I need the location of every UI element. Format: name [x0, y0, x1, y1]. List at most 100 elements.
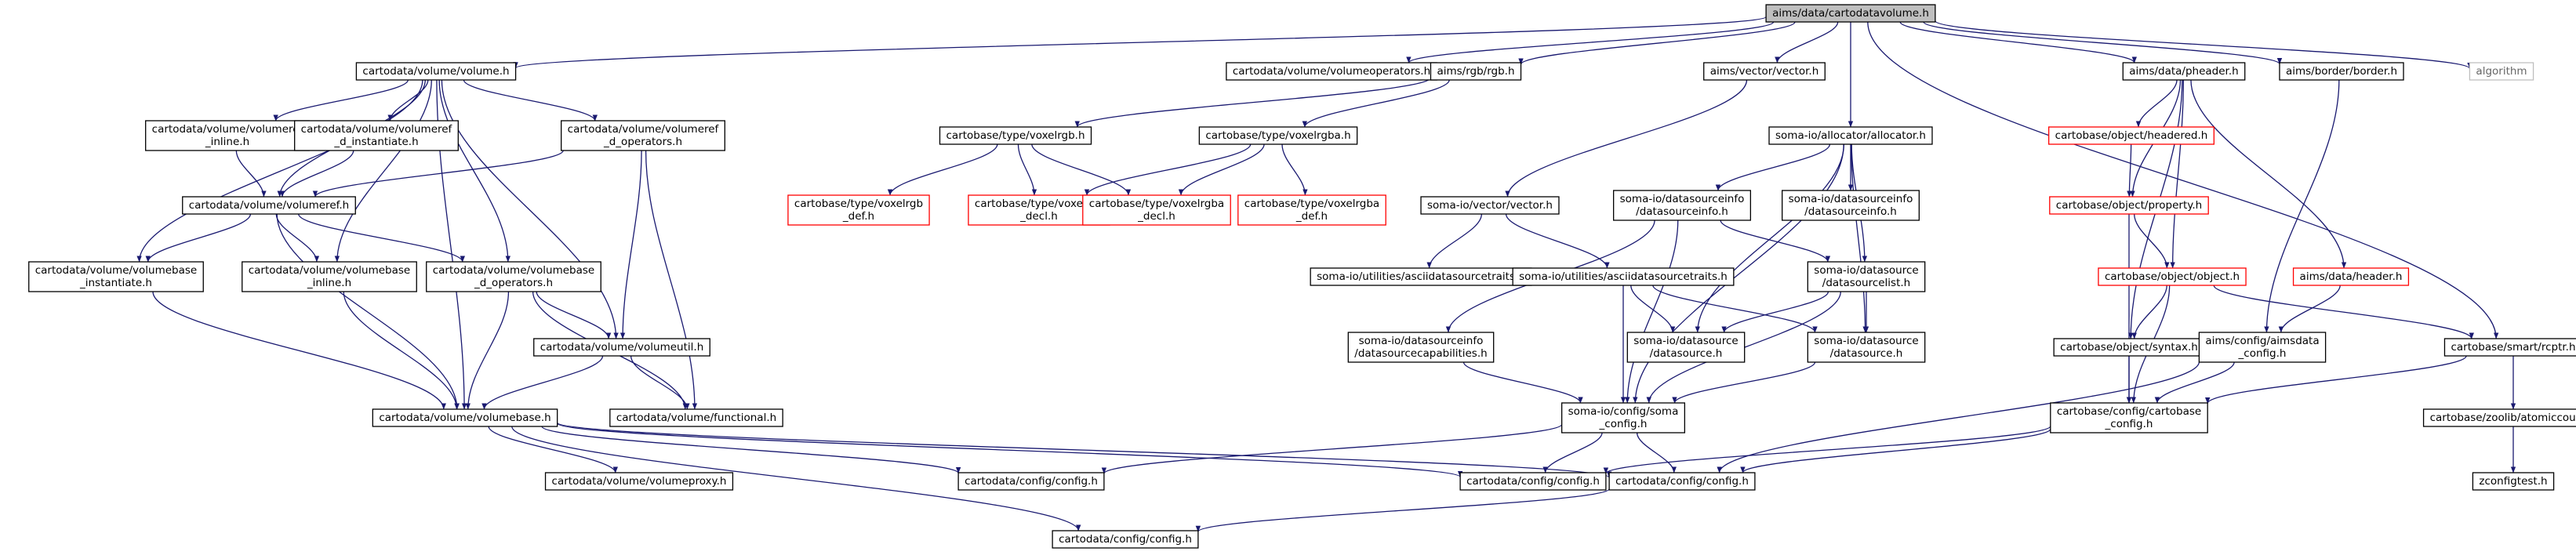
node-n21[interactable]: soma-io/vector/vector.h: [1420, 196, 1560, 215]
node-label: _d_operators.h: [603, 136, 682, 148]
edge-n32-to-n38: [2278, 285, 2341, 333]
node-label: _def.h: [842, 210, 874, 223]
node-n47[interactable]: cartodata/config/config.h: [1459, 472, 1607, 491]
node-n1: aims/data/cartodatavolume.h: [1765, 4, 1936, 23]
edge-n48-to-n50: [1195, 488, 1610, 532]
node-box: [1237, 194, 1386, 226]
node-box: [2469, 62, 2534, 81]
edge-n12-to-n17: [887, 143, 998, 196]
node-label: aims/data/pheader.h: [2129, 65, 2238, 78]
node-n12[interactable]: cartobase/type/voxelrgb.h: [939, 126, 1092, 145]
node-n49[interactable]: zconfigtest.h: [2472, 472, 2555, 491]
node-label: cartobase/object/property.h: [2056, 199, 2202, 212]
node-label: algorithm: [2476, 65, 2527, 78]
node-n46[interactable]: cartodata/config/config.h: [957, 472, 1105, 491]
node-n44[interactable]: cartobase/zoolib/atomiccount.h: [2422, 408, 2576, 427]
node-label: _instantiate.h: [79, 277, 152, 289]
edge-n13-to-n19: [1178, 143, 1265, 196]
node-n31[interactable]: cartobase/object/object.h: [2098, 267, 2247, 286]
node-label: /datasource.h: [1830, 347, 1903, 360]
edge-n1-to-n4: [1518, 21, 1796, 65]
node-label: cartodata/volume/volumebase: [249, 264, 411, 277]
node-n13[interactable]: cartobase/type/voxelrgba.h: [1198, 126, 1358, 145]
node-label: _inline.h: [205, 136, 249, 148]
edge-n6-to-n15: [2135, 79, 2178, 128]
node-n14[interactable]: soma-io/allocator/allocator.h: [1768, 126, 1933, 145]
node-box: [1430, 62, 1522, 81]
node-label: cartodata/volume/volumeoperators.h: [1233, 65, 1430, 78]
node-n2[interactable]: cartodata/volume/volume.h: [355, 62, 517, 81]
node-n11[interactable]: cartodata/volume/volumeref_d_operators.h: [561, 120, 725, 151]
edge-n6-to-n31: [2170, 79, 2185, 269]
node-n30[interactable]: soma-io/datasource/datasourcelist.h: [1807, 261, 1926, 292]
node-n38[interactable]: aims/config/aimsdata_config.h: [2198, 332, 2327, 363]
node-n19[interactable]: cartobase/type/voxelrgba_decl.h: [1082, 194, 1231, 226]
node-n6[interactable]: aims/data/pheader.h: [2122, 62, 2246, 81]
node-label: soma-io/datasource: [1814, 264, 1918, 277]
node-n48[interactable]: cartodata/config/config.h: [1608, 472, 1756, 491]
node-box: [939, 126, 1092, 145]
edge-n1-to-n3: [1406, 21, 1775, 63]
node-n39[interactable]: cartobase/smart/rcptr.h: [2443, 338, 2576, 357]
node-label: cartodata/volume/volumebase: [35, 264, 198, 277]
node-n10[interactable]: cartodata/volume/volumeref_d_instantiate…: [294, 120, 459, 151]
node-n37[interactable]: cartobase/object/syntax.h: [2053, 338, 2205, 357]
node-label: aims/rgb/rgb.h: [1437, 65, 1514, 78]
node-n9[interactable]: cartodata/volume/volumeref_inline.h: [145, 120, 310, 151]
node-label: soma-io/config/soma: [1568, 405, 1679, 418]
edge-n9-to-n16: [235, 150, 267, 198]
node-n26[interactable]: cartodata/volume/volumebase_inline.h: [242, 261, 417, 292]
node-n20[interactable]: cartobase/type/voxelrgba_def.h: [1237, 194, 1386, 226]
edge-n24-to-n31: [2134, 213, 2170, 269]
node-label: cartodata/volume/volumeutil.h: [540, 341, 704, 354]
edge-n10-to-n16: [279, 150, 354, 198]
edge-n43-to-n48: [1740, 428, 2051, 473]
node-n43[interactable]: cartobase/config/cartobase_config.h: [2050, 402, 2208, 433]
node-box: [1347, 332, 1495, 363]
node-box: [182, 196, 356, 215]
node-n36[interactable]: soma-io/datasource/datasource.h: [1807, 332, 1926, 363]
node-n33[interactable]: cartodata/volume/volumeutil.h: [533, 338, 710, 357]
node-n15[interactable]: cartobase/object/headered.h: [2048, 126, 2214, 145]
edge-n21-to-n29: [1505, 213, 1610, 269]
edge-n16-to-n40: [276, 213, 460, 410]
node-n42[interactable]: soma-io/config/soma_config.h: [1560, 402, 1686, 433]
node-n7[interactable]: aims/border/border.h: [2279, 62, 2404, 81]
node-label: _decl.h: [1019, 210, 1058, 223]
node-n41[interactable]: cartodata/volume/functional.h: [609, 408, 783, 427]
node-box: [1052, 530, 1199, 549]
node-n29[interactable]: soma-io/utilities/asciidatasourcetraits.…: [1512, 267, 1735, 286]
node-n23[interactable]: soma-io/datasourceinfo/datasourceinfo.h: [1781, 190, 1920, 221]
node-label: _decl.h: [1137, 210, 1175, 223]
node-label: _config.h: [2238, 347, 2287, 360]
node-n45[interactable]: cartodata/volume/volumeproxy.h: [544, 472, 734, 491]
node-n24[interactable]: cartobase/object/property.h: [2049, 196, 2209, 215]
node-label: _d_operators.h: [474, 277, 553, 289]
node-n4[interactable]: aims/rgb/rgb.h: [1430, 62, 1522, 81]
node-label: cartodata/volume/volumebase.h: [379, 412, 550, 424]
edge-n14-to-n35: [1695, 143, 1845, 333]
node-box: [561, 120, 725, 151]
node-label: _def.h: [1295, 210, 1328, 223]
node-n50[interactable]: cartodata/config/config.h: [1052, 530, 1199, 549]
node-n22[interactable]: soma-io/datasourceinfo/datasourceinfo.h: [1612, 190, 1752, 221]
node-n32[interactable]: aims/data/header.h: [2292, 267, 2410, 286]
edge-n15-to-n24: [2127, 143, 2132, 198]
node-n16[interactable]: cartodata/volume/volumeref.h: [182, 196, 356, 215]
edge-n6-to-n32: [2190, 79, 2347, 269]
node-box: [1608, 472, 1756, 491]
node-n28[interactable]: soma-io/utilities/asciidatasourcetraits.…: [1310, 267, 1532, 286]
node-n3[interactable]: cartodata/volume/volumeoperators.h: [1226, 62, 1437, 81]
node-n25[interactable]: cartodata/volume/volumebase_instantiate.…: [28, 261, 204, 292]
node-box: [2122, 62, 2246, 81]
node-n34[interactable]: soma-io/datasourceinfo/datasourcecapabil…: [1347, 332, 1495, 363]
node-n27[interactable]: cartodata/volume/volumebase_d_operators.…: [426, 261, 601, 292]
header-nodes: aims/data/cartodatavolume.h cartodata/vol…: [28, 4, 2576, 549]
node-n40[interactable]: cartodata/volume/volumebase.h: [372, 408, 558, 427]
node-label: cartodata/volume/volumeref: [152, 123, 304, 136]
node-box: [2443, 338, 2576, 357]
node-n35[interactable]: soma-io/datasource/datasource.h: [1626, 332, 1746, 363]
node-n5[interactable]: aims/vector/vector.h: [1703, 62, 1826, 81]
node-n17[interactable]: cartobase/type/voxelrgb_def.h: [787, 194, 930, 226]
node-label: _config.h: [2105, 418, 2153, 430]
